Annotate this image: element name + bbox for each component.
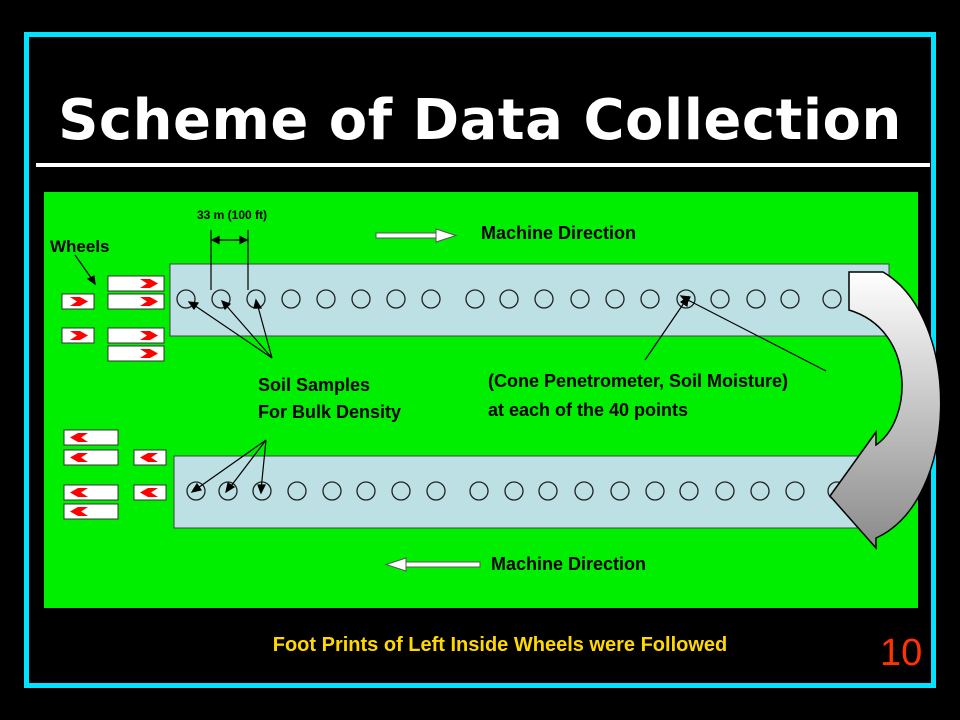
sample-point	[211, 289, 231, 309]
wheel-arrow-icon	[140, 297, 158, 306]
direction-arrow-right	[375, 228, 458, 243]
soil-samples-label-line2: For Bulk Density	[258, 402, 401, 422]
sample-point	[176, 289, 196, 309]
top-sample-points	[176, 289, 842, 309]
sample-point	[281, 289, 301, 309]
sample-point	[710, 289, 730, 309]
turnaround-arrow	[829, 271, 942, 550]
sample-point	[351, 289, 371, 309]
sample-point	[534, 289, 554, 309]
sample-point	[465, 289, 485, 309]
wheel-arrow-icon	[140, 279, 158, 288]
wheels-group-right	[61, 275, 165, 362]
wheel-arrow-icon	[70, 433, 88, 442]
bottom-pass-strip	[173, 455, 894, 529]
wheel-arrow-icon	[70, 297, 88, 306]
field-background	[44, 192, 918, 608]
wheels-group-left	[63, 429, 167, 520]
sample-point	[640, 289, 660, 309]
machine-direction-top-label: Machine Direction	[481, 223, 636, 243]
wheel-arrow-icon	[70, 507, 88, 516]
sample-point	[785, 481, 805, 501]
wheel-arrow-icon	[70, 488, 88, 497]
sample-point	[750, 481, 770, 501]
slide-title: Scheme of Data Collection	[58, 88, 902, 153]
slide-footer: Foot Prints of Left Inside Wheels were F…	[272, 634, 728, 656]
scale-label: 33 m (100 ft)	[197, 208, 267, 222]
sample-point	[645, 481, 665, 501]
sample-point	[746, 289, 766, 309]
wheel-arrow-icon	[140, 349, 158, 358]
sample-point	[316, 289, 336, 309]
wheel-arrow-icon	[70, 453, 88, 462]
sample-point	[676, 289, 696, 309]
wheels-label: Wheels	[50, 237, 110, 256]
slide-number: 10	[880, 632, 923, 674]
measurement-label-line2: at each of the 40 points	[488, 400, 688, 420]
scale-indicator	[210, 230, 249, 290]
sample-point	[426, 481, 446, 501]
sample-point	[715, 481, 735, 501]
sample-point	[186, 481, 206, 501]
sample-point	[386, 289, 406, 309]
machine-direction-bottom-label: Machine Direction	[491, 554, 646, 574]
sample-point	[322, 481, 342, 501]
sample-point	[574, 481, 594, 501]
wheel-arrow-icon	[140, 453, 158, 462]
sample-point	[538, 481, 558, 501]
wheel-arrow-icon	[70, 331, 88, 340]
sample-point	[499, 289, 519, 309]
direction-arrow-left	[384, 557, 481, 572]
sample-point	[780, 289, 800, 309]
annotation-pointers	[74, 254, 827, 495]
sample-point	[679, 481, 699, 501]
title-divider	[36, 163, 930, 167]
sample-point	[218, 481, 238, 501]
sample-point	[570, 289, 590, 309]
wheel-arrow-icon	[140, 488, 158, 497]
sample-point	[605, 289, 625, 309]
top-pass-strip	[169, 263, 890, 337]
wheel-arrow-icon	[140, 331, 158, 340]
soil-samples-label-line1: Soil Samples	[258, 375, 370, 395]
measurement-label-line1: (Cone Penetrometer, Soil Moisture)	[488, 371, 788, 391]
sample-point	[391, 481, 411, 501]
sample-point	[469, 481, 489, 501]
sample-point	[822, 289, 842, 309]
sample-point	[421, 289, 441, 309]
sample-point	[287, 481, 307, 501]
sample-point	[504, 481, 524, 501]
sample-point	[356, 481, 376, 501]
sample-point	[610, 481, 630, 501]
